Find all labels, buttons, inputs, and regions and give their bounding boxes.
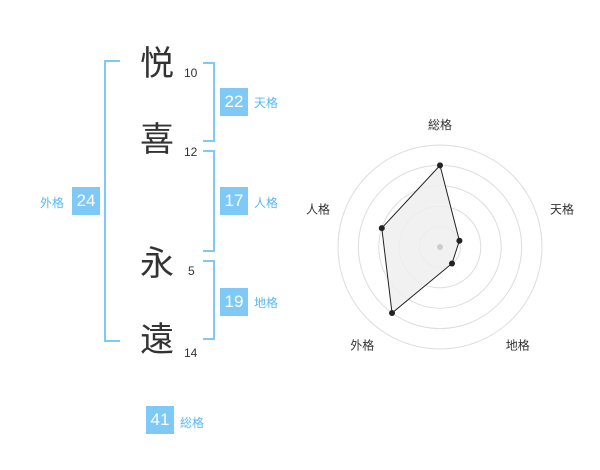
name-char-2: 喜 — [140, 120, 174, 160]
radar-ring — [337, 144, 543, 350]
radar-axis-label-4: 外格 — [350, 338, 374, 353]
jinkaku-value: 17 — [220, 187, 248, 215]
chikaku-bracket — [203, 260, 215, 340]
name-char-1: 悦 — [140, 44, 174, 84]
jinkaku-bracket — [203, 150, 215, 252]
gaikaku-label: 外格 — [40, 196, 65, 210]
soukaku-value: 41 — [146, 406, 174, 434]
tenkaku-label: 天格 — [254, 96, 279, 110]
radar-axis-label-3: 地格 — [506, 338, 530, 353]
radar-center — [437, 244, 443, 250]
chikaku-value: 19 — [220, 288, 248, 316]
radar-point-4 — [389, 310, 396, 317]
radar-axis-label-5: 人格 — [306, 201, 330, 216]
name-char-4: 遠 — [140, 320, 174, 360]
chikaku-label: 地格 — [254, 296, 279, 310]
stroke-count-3: 5 — [188, 264, 195, 278]
radar-point-5 — [378, 225, 385, 232]
radar-axis-label-2: 天格 — [550, 201, 574, 216]
radar-point-1 — [437, 162, 443, 169]
soukaku-label: 総格 — [180, 416, 205, 430]
radar-axis-label-1: 総格 — [428, 117, 452, 132]
gaikaku-value: 24 — [72, 187, 100, 215]
name-char-3: 永 — [140, 244, 174, 284]
gaikaku-bracket — [104, 60, 120, 342]
radar-area — [381, 164, 460, 314]
stroke-count-1: 10 — [184, 66, 198, 80]
tenkaku-bracket — [203, 62, 215, 142]
stroke-count-2: 12 — [184, 145, 198, 159]
stroke-count-4: 14 — [184, 346, 198, 360]
tenkaku-value: 22 — [220, 88, 248, 116]
jinkaku-label: 人格 — [254, 196, 279, 210]
radar-point-3 — [448, 260, 455, 267]
radar-point-2 — [456, 237, 463, 244]
